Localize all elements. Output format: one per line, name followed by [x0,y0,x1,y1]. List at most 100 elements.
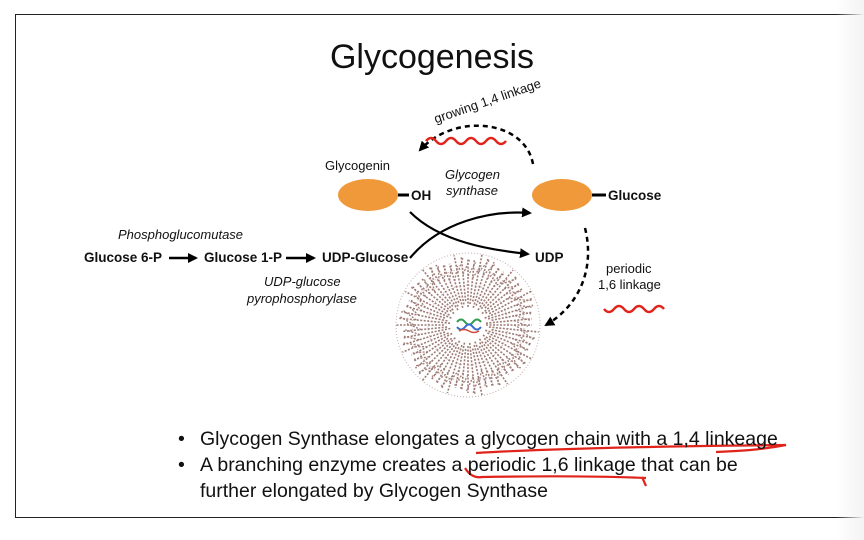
glycogen-branch [417,337,456,376]
oh-label: OH [411,188,432,203]
glycogen-branch [488,335,532,360]
glycogen-branch [475,261,495,306]
glycogen-branch [421,343,454,382]
glycogen-branch [404,305,446,319]
glycogen-branch [448,263,464,309]
glycogen-side-branch [415,361,432,367]
glycogen-branch [460,256,467,302]
glycogen-side-branch [515,298,532,302]
periodic-linkage-arrow [544,227,590,327]
glucose-label: Glucose [608,188,662,203]
glycogen-branch [403,326,448,333]
glycogen-branch [484,341,516,373]
glycogen-side-branch [496,360,501,376]
pyrophosphorylase-label-line1: UDP-glucose [264,274,341,289]
synthase-arrow-to-glucose [409,207,532,259]
glycogen-branch [421,278,454,311]
synthase-arrow-to-udp [409,211,530,259]
red-squiggle-growing [425,136,507,146]
glycogen-side-branch [418,366,434,373]
glycogen-side-branch [465,376,474,392]
glycogen-branch [473,344,488,388]
glycogen-branch [410,286,449,313]
red-squiggle-periodic [603,304,665,314]
glycogen-side-branch [457,257,464,274]
glycogen-branch [440,346,460,390]
glucose-1p-label: Glucose 1-P [204,250,283,265]
glycogen-side-branch [435,371,449,383]
glycogen-side-branch [478,259,490,273]
glycogen-side-branch [412,286,422,301]
glycogenin-protein [338,179,398,211]
glycogen-side-branch [501,358,507,374]
glycogen-side-branch [406,304,420,316]
glycogen-branch [482,334,527,365]
glycogen-branch [484,297,533,319]
glycogen-side-branch [404,329,421,336]
glycogen-branch [477,271,505,311]
glycogen-side-branch [454,372,464,386]
slide-title: Glycogenesis [329,38,535,76]
glycogen-side-branch [484,370,488,386]
glycogen-side-branch [418,282,427,297]
glycogen-side-branch [431,367,446,378]
glycogen-side-branch [423,279,431,295]
glycogen-side-branch [415,295,427,308]
glycogen-side-branch [403,342,420,346]
glycogen-branch [442,263,460,304]
glycogen-branch [485,317,532,325]
glycogen-side-branch [515,350,525,365]
synthase-label-line2: synthase [446,183,499,198]
bullet-text: A branching enzyme creates a periodic 1,… [200,454,738,502]
glycogen-side-branch [440,375,454,387]
glucose-6p-label: Glucose 6-P [84,250,163,265]
glycogen-branch [414,337,453,369]
glycogen-branch [472,257,490,309]
glycogen-branch [480,269,514,310]
glycogen-side-branch [513,324,528,333]
glycogen-side-branch [400,316,415,326]
glycogen-branch [408,299,452,319]
glycogen-branch [411,332,453,356]
glycogenin-core-protein [455,318,483,334]
glycogen-side-branch [448,265,452,281]
glycogen-side-branch [406,323,422,331]
glycogen-side-branch [515,304,532,308]
glycogen-branch [401,331,446,346]
glycogen-branch [487,304,534,320]
glycogen-side-branch [517,334,531,346]
glycogen-side-branch [472,265,482,279]
bullet-marker: • [178,428,185,450]
glycogen-branch [402,332,449,353]
glycogen-branch [471,348,483,396]
glycogen-side-branch [505,290,522,295]
slide-frame [15,14,864,518]
glycogen-side-branch [477,369,483,386]
red-underline-bullet1 [475,443,787,455]
bullet-list: • Glycogen Synthase elongates a glycogen… [178,426,818,504]
glycogen-branch [484,275,518,309]
glycogen-branch [454,342,466,388]
glycogen-branch [471,254,483,302]
glycogen-side-branch [459,374,469,389]
glycogen-branch [478,338,510,375]
glycogen-branch [435,264,459,307]
glycogen-branch [479,342,509,385]
periodic-label-line2: 1,6 linkage [598,277,661,292]
glycogen-side-branch [493,278,508,288]
synthase-label-line1: Glycogen [445,167,500,182]
glycogen-branch [453,255,465,305]
glycogen-side-branch [513,319,529,327]
glycogen-branch [487,332,529,351]
glycogen-branch [431,342,457,380]
glycogen-side-branch [472,377,480,394]
glycogen-side-branch [486,268,500,280]
glycogen-branch [428,266,459,311]
glycogen-branch [412,337,449,363]
glycogen-side-branch [410,299,423,312]
glycogen-side-branch [515,309,532,315]
glycogen-branch [402,327,451,339]
growing-linkage-arc [418,124,535,165]
glycogen-branch [401,310,448,322]
